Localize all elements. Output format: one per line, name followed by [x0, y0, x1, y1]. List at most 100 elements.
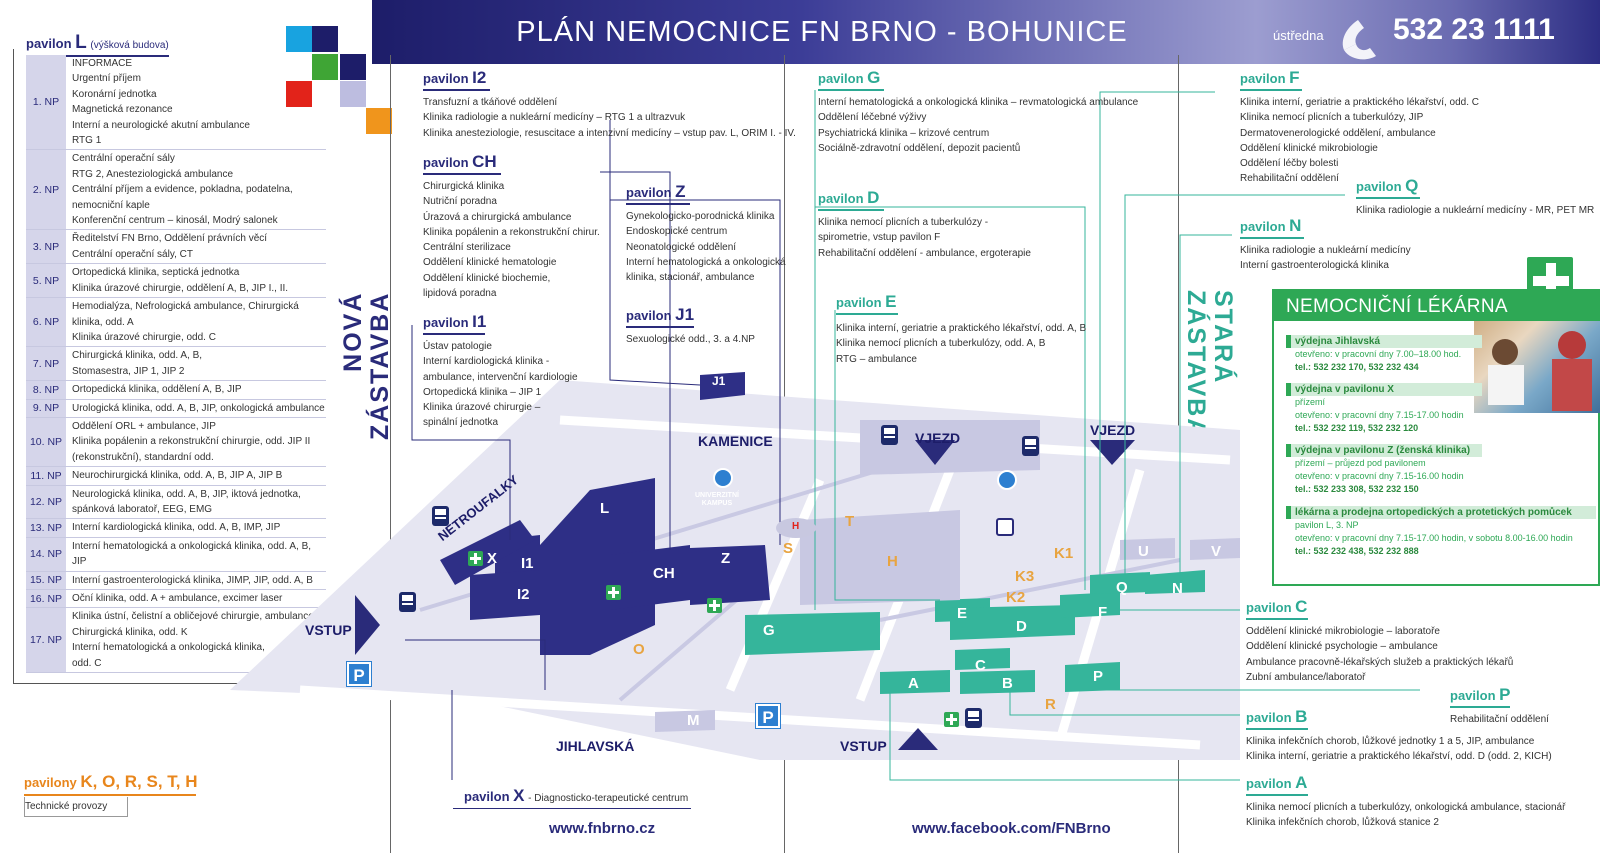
- map-label-K1[interactable]: K1: [1054, 545, 1074, 562]
- pavilon-g-title[interactable]: pavilon G: [818, 68, 880, 88]
- bus-stop-icon: [432, 506, 449, 526]
- map-label-V[interactable]: V: [1211, 543, 1222, 560]
- floor-departments: Hemodialýza, Nefrologická ambulance, Chi…: [72, 301, 299, 343]
- prefix: pavilon: [818, 191, 864, 206]
- letter: Q: [1405, 176, 1419, 195]
- pavilon-a-title[interactable]: pavilon A: [1246, 773, 1307, 793]
- map-label-T[interactable]: T: [845, 513, 855, 530]
- pavilon-b-title[interactable]: pavilon B: [1246, 707, 1307, 727]
- pharmacy-item-tel[interactable]: tel.: 532 233 308, 532 232 150: [1295, 484, 1419, 494]
- map-label-Z[interactable]: Z: [721, 550, 731, 567]
- pavilon-f-title[interactable]: pavilon F: [1240, 68, 1300, 88]
- prefix: pavilon: [1246, 776, 1292, 791]
- map-label-H[interactable]: H: [887, 553, 898, 570]
- floor-label: 17. NP: [26, 608, 66, 673]
- map-label-D[interactable]: D: [1016, 618, 1027, 635]
- floor-label: 12. NP: [26, 485, 66, 519]
- map-label-M[interactable]: M: [687, 712, 700, 729]
- map-label-F[interactable]: F: [1098, 604, 1108, 621]
- connector: [405, 639, 546, 690]
- floor-label: 10. NP: [26, 417, 66, 467]
- pavilon-l-note: (výšková budova): [90, 40, 169, 51]
- vstup-arrow-bottom: [898, 728, 938, 750]
- footer-web-link[interactable]: www.fnbrno.cz: [549, 820, 656, 837]
- building-J1: [700, 372, 745, 400]
- metro-icon: [997, 470, 1017, 490]
- map-label-L[interactable]: L: [600, 500, 610, 517]
- pavilon-j1-title[interactable]: pavilon J1: [626, 305, 694, 325]
- map-label-R[interactable]: R: [1045, 696, 1056, 713]
- map-label-I2[interactable]: I2: [517, 586, 530, 603]
- pharmacy-item-tel[interactable]: tel.: 532 232 119, 532 232 120: [1295, 423, 1419, 433]
- letter: I2: [472, 68, 487, 87]
- map-label-O[interactable]: O: [633, 641, 645, 658]
- pharmacy-item-tel[interactable]: tel.: 532 232 170, 532 232 434: [1295, 362, 1419, 372]
- pavilon-x-title[interactable]: pavilon X - Diagnosticko-terapeutické ce…: [464, 786, 688, 806]
- pavilon-d-title[interactable]: pavilon D: [818, 188, 879, 208]
- map-label-K3[interactable]: K3: [1015, 568, 1035, 585]
- prefix: pavilon: [626, 308, 672, 323]
- pavilon-p-title[interactable]: pavilon P: [1450, 685, 1510, 705]
- map-label-X[interactable]: X: [487, 550, 498, 567]
- technicke-prefix: pavilony: [24, 775, 77, 790]
- floor-label: 9. NP: [26, 399, 66, 417]
- pavilon-i2-title[interactable]: pavilon I2: [423, 68, 486, 88]
- map-label-U[interactable]: U: [1138, 543, 1149, 560]
- map-label-E[interactable]: E: [957, 605, 968, 622]
- floor-label: 1. NP: [26, 55, 66, 150]
- pavilon-c-title[interactable]: pavilon C: [1246, 597, 1307, 617]
- vstup-label-left: VSTUP: [305, 622, 352, 638]
- map-label-J1[interactable]: J1: [712, 374, 726, 388]
- pavilon-z-title[interactable]: pavilon Z: [626, 182, 686, 202]
- road-jihlavska: [299, 685, 1201, 750]
- map-label-N[interactable]: N: [1172, 580, 1183, 597]
- letter: D: [867, 188, 880, 207]
- map-label-K2[interactable]: K2: [1006, 589, 1026, 606]
- map-label-B[interactable]: B: [1002, 675, 1013, 692]
- university-campus-icon: [713, 468, 733, 488]
- floor-label: 2. NP: [26, 150, 66, 230]
- letter: J1: [675, 305, 695, 324]
- pharmacy-item-tel[interactable]: tel.: 532 232 438, 532 232 888: [1295, 546, 1419, 556]
- pavilon-n-title[interactable]: pavilon N: [1240, 216, 1301, 236]
- university-campus-label: UNIVERZITNÍ KAMPUS: [695, 492, 739, 507]
- street-jihlavska: JIHLAVSKÁ: [556, 738, 635, 754]
- floor-departments: Ortopedická klinika, septická jednotka K…: [72, 267, 289, 294]
- floor-departments: Centrální operační sály RTG 2, Anestezio…: [72, 153, 293, 227]
- pavilon-e-title[interactable]: pavilon E: [836, 292, 896, 312]
- map-label-I1[interactable]: I1: [521, 555, 534, 572]
- floor-label: 7. NP: [26, 347, 66, 381]
- underline: [1240, 237, 1304, 239]
- floor-departments: Interní hematologická a onkologická klin…: [72, 540, 312, 568]
- map-label-G[interactable]: G: [763, 622, 775, 639]
- building-L: [540, 478, 655, 655]
- map-label-C[interactable]: C: [975, 657, 986, 674]
- map-label-A[interactable]: A: [908, 675, 919, 692]
- underline: [1246, 728, 1308, 730]
- footer-facebook-link[interactable]: www.facebook.com/FNBrno: [912, 820, 1111, 837]
- pavilon-q-title[interactable]: pavilon Q: [1356, 176, 1418, 196]
- pavilon-i1-title[interactable]: pavilon I1: [423, 312, 486, 332]
- parking-icon[interactable]: P: [346, 661, 372, 687]
- map-label-CH[interactable]: CH: [653, 565, 675, 582]
- building-area: [800, 510, 960, 605]
- letter: P: [1499, 685, 1511, 704]
- floor-departments: Interní gastroenterologická klinika, JIM…: [72, 574, 313, 586]
- pavilon-e-desc: Klinika interní, geriatrie a praktického…: [836, 323, 1087, 365]
- map-label-S[interactable]: S: [783, 540, 794, 557]
- map-label-P[interactable]: P: [1093, 668, 1104, 685]
- underline: [626, 203, 690, 205]
- parking-icon[interactable]: P: [755, 703, 781, 729]
- pavilon-ch-title[interactable]: pavilon CH: [423, 152, 497, 172]
- map-label-Q[interactable]: Q: [1116, 579, 1128, 596]
- floor-departments: Klinika ústní, čelistní a obličejové chi…: [72, 611, 314, 669]
- connector: [600, 171, 671, 550]
- floor-departments: INFORMACE Urgentní příjem Koronární jedn…: [72, 58, 250, 147]
- phone-number[interactable]: 532 23 1111: [1393, 13, 1555, 46]
- technicke-desc: Technické provozy: [24, 797, 129, 818]
- floor-label: 16. NP: [26, 590, 66, 608]
